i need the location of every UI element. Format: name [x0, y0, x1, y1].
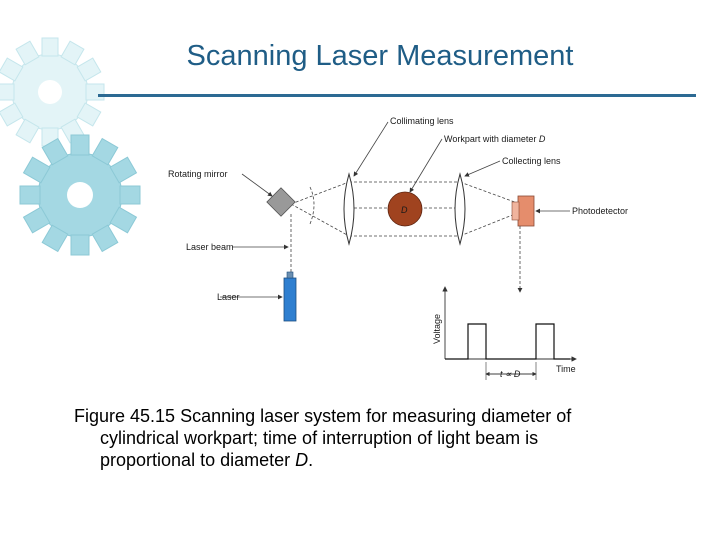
caption-line-3-var: D — [295, 450, 309, 470]
label-workpart: Workpart with diameter D — [444, 134, 546, 144]
rotating-mirror — [266, 187, 296, 217]
gear-bottom-icon — [19, 134, 141, 256]
caption-line-3-suffix: . — [308, 450, 314, 470]
label-t-prop-d: t ∝ D — [500, 369, 521, 379]
label-voltage: Voltage — [432, 314, 442, 344]
laser-emitter — [286, 271, 294, 279]
callout-arrows — [220, 121, 570, 300]
laser-source — [283, 277, 297, 322]
label-laser-beam: Laser beam — [186, 242, 234, 252]
caption-line-3: proportional to diameter D. — [74, 449, 674, 471]
voltage-time-plot: Voltage Time t ∝ D — [432, 286, 577, 380]
voltage-pulse-trace — [445, 323, 570, 360]
photodetector — [517, 195, 535, 227]
photodetector-window — [511, 201, 520, 221]
slide-title: Scanning Laser Measurement — [186, 40, 574, 72]
title-divider — [98, 94, 696, 97]
label-rotating-mirror: Rotating mirror — [168, 169, 228, 179]
label-time: Time — [556, 364, 576, 374]
caption-line-1: Figure 45.15 Scanning laser system for m… — [74, 406, 572, 426]
caption-line-3-prefix: proportional to diameter — [100, 450, 296, 470]
label-collecting-lens: Collecting lens — [502, 156, 561, 166]
collecting-lens — [454, 172, 466, 246]
label-laser: Laser — [217, 292, 240, 302]
scanning-laser-diagram: D Collimating lens Workpart with diamete… — [168, 116, 628, 380]
collimating-lens — [343, 172, 355, 246]
label-collimating-lens: Collimating lens — [390, 116, 454, 126]
figure-caption: Figure 45.15 Scanning laser system for m… — [74, 405, 674, 471]
label-photodetector: Photodetector — [572, 206, 628, 216]
workpart — [387, 191, 423, 227]
gears-decoration-icon — [0, 37, 141, 256]
caption-line-2: cylindrical workpart; time of interrupti… — [100, 428, 539, 448]
workpart-diameter-label: D — [401, 205, 408, 215]
gear-top-icon — [0, 37, 105, 147]
